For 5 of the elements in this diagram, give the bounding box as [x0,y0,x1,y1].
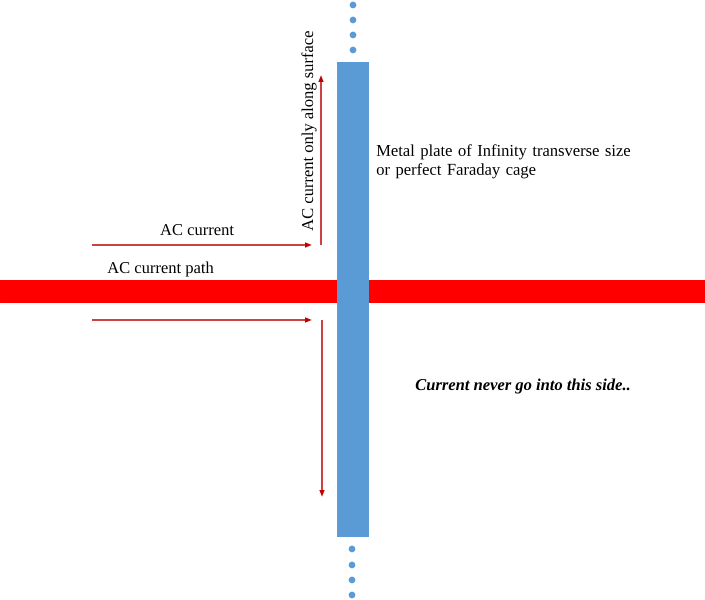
plate-label: Metal plate of Infinity transverse size or perfect Faraday cage [376,144,630,178]
note-text: Current never go into this side.. [416,378,630,394]
arrow-label: AC current [160,224,234,236]
band-label: AC current path [107,262,214,276]
arrow-label: AC current only along surface [301,31,317,231]
